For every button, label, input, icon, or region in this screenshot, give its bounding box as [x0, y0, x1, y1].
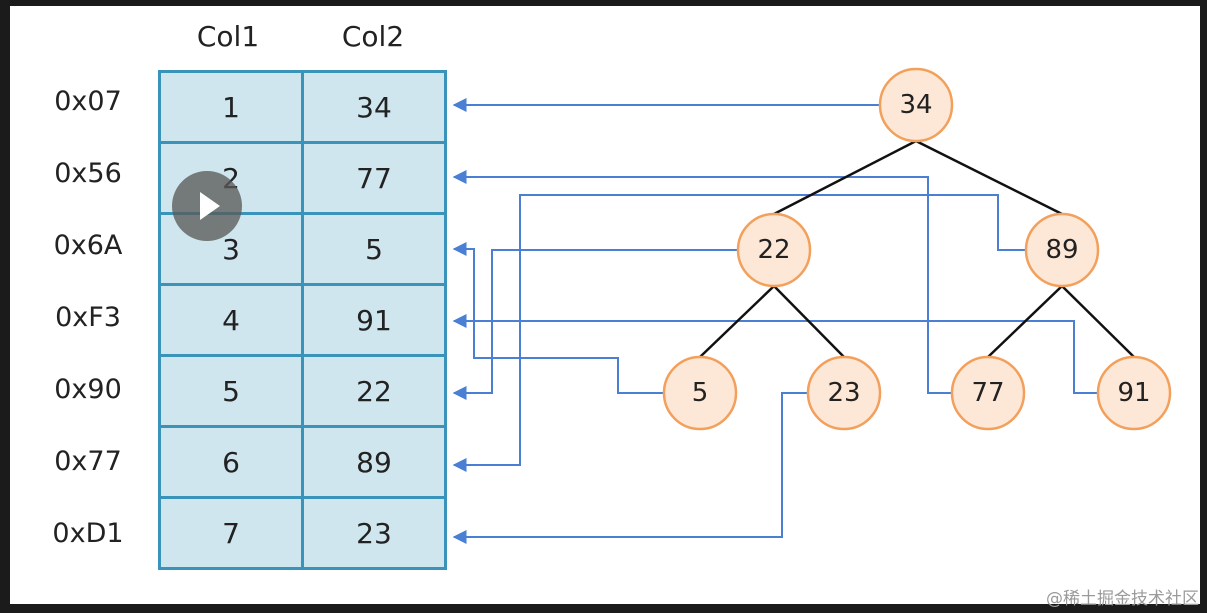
table-row: 4 91 — [158, 283, 447, 357]
column-header-col2: Col2 — [341, 20, 405, 53]
tree-node-circle — [806, 355, 882, 431]
tree-edge — [773, 139, 917, 216]
row-address-label: 0x6A — [53, 230, 123, 261]
table-cell-col2: 91 — [301, 283, 447, 357]
pointer-link-5 — [452, 242, 664, 394]
tree-node-34: 34 — [878, 67, 954, 143]
tree-edge — [699, 285, 775, 358]
tree-node-5: 5 — [662, 355, 738, 431]
tree-node-label: 34 — [899, 90, 932, 120]
table-cell-col2: 5 — [301, 212, 447, 286]
table-row: 6 89 — [158, 425, 447, 499]
table-cell-col2: 89 — [301, 425, 447, 499]
tree-edge — [773, 285, 845, 358]
tree-node-label: 5 — [692, 378, 709, 408]
table-cell-col2: 77 — [301, 141, 447, 215]
pointer-link-91 — [452, 314, 1098, 394]
tree-edge — [987, 285, 1063, 358]
table-cell-col1: 6 — [158, 425, 304, 499]
tree-node-label: 89 — [1045, 235, 1078, 265]
tree-node-label: 77 — [971, 378, 1004, 408]
row-address-label: 0x07 — [54, 86, 122, 117]
pointer-link-89 — [452, 194, 1026, 472]
tree-node-label: 23 — [827, 378, 860, 408]
table-cell-col2: 23 — [301, 496, 447, 570]
row-address-label: 0x90 — [54, 374, 122, 405]
table-row: 1 34 — [158, 70, 447, 144]
tree-edge — [1061, 285, 1135, 358]
diagram-canvas: Col1 Col2 0x07 0x56 0x6A 0xF3 0x90 0x77 … — [10, 6, 1200, 604]
data-table: 1 34 2 77 3 5 4 91 5 22 6 89 — [158, 70, 447, 570]
watermark: @稀土掘金技术社区 — [1046, 589, 1199, 609]
pointer-links — [452, 98, 1098, 544]
tree-node-circle — [950, 355, 1026, 431]
table-cell-col2: 22 — [301, 354, 447, 428]
tree-diagram: 34 22 89 5 23 77 91 — [452, 67, 1172, 544]
row-address-label: 0xD1 — [52, 518, 124, 549]
tree-node-label: 22 — [757, 235, 790, 265]
tree-node-77: 77 — [950, 355, 1026, 431]
table-row: 5 22 — [158, 354, 447, 428]
tree-node-label: 91 — [1117, 378, 1150, 408]
tree-edge — [915, 139, 1063, 216]
tree-node-circle — [1096, 355, 1172, 431]
table-cell-col1: 1 — [158, 70, 304, 144]
column-header-col1: Col1 — [196, 20, 260, 53]
table-cell-col2: 34 — [301, 70, 447, 144]
play-icon — [200, 192, 220, 220]
tree-node-91: 91 — [1096, 355, 1172, 431]
row-address-label: 0xF3 — [55, 302, 121, 333]
tree-node-circle — [736, 212, 812, 288]
tree-nodes: 34 22 89 5 23 77 91 — [662, 67, 1172, 431]
tree-node-22: 22 — [736, 212, 812, 288]
table-cell-col1: 7 — [158, 496, 304, 570]
tree-edges — [699, 139, 1135, 358]
pointer-link-23 — [452, 392, 808, 544]
table-row: 7 23 — [158, 496, 447, 570]
play-button[interactable] — [172, 171, 242, 241]
tree-node-circle — [662, 355, 738, 431]
pointer-link-77 — [452, 170, 952, 394]
tree-node-circle — [1024, 212, 1100, 288]
tree-node-23: 23 — [806, 355, 882, 431]
row-address-label: 0x56 — [54, 158, 122, 189]
table-cell-col1: 5 — [158, 354, 304, 428]
tree-node-89: 89 — [1024, 212, 1100, 288]
row-address-label: 0x77 — [54, 446, 122, 477]
table-cell-col1: 4 — [158, 283, 304, 357]
tree-node-circle — [878, 67, 954, 143]
